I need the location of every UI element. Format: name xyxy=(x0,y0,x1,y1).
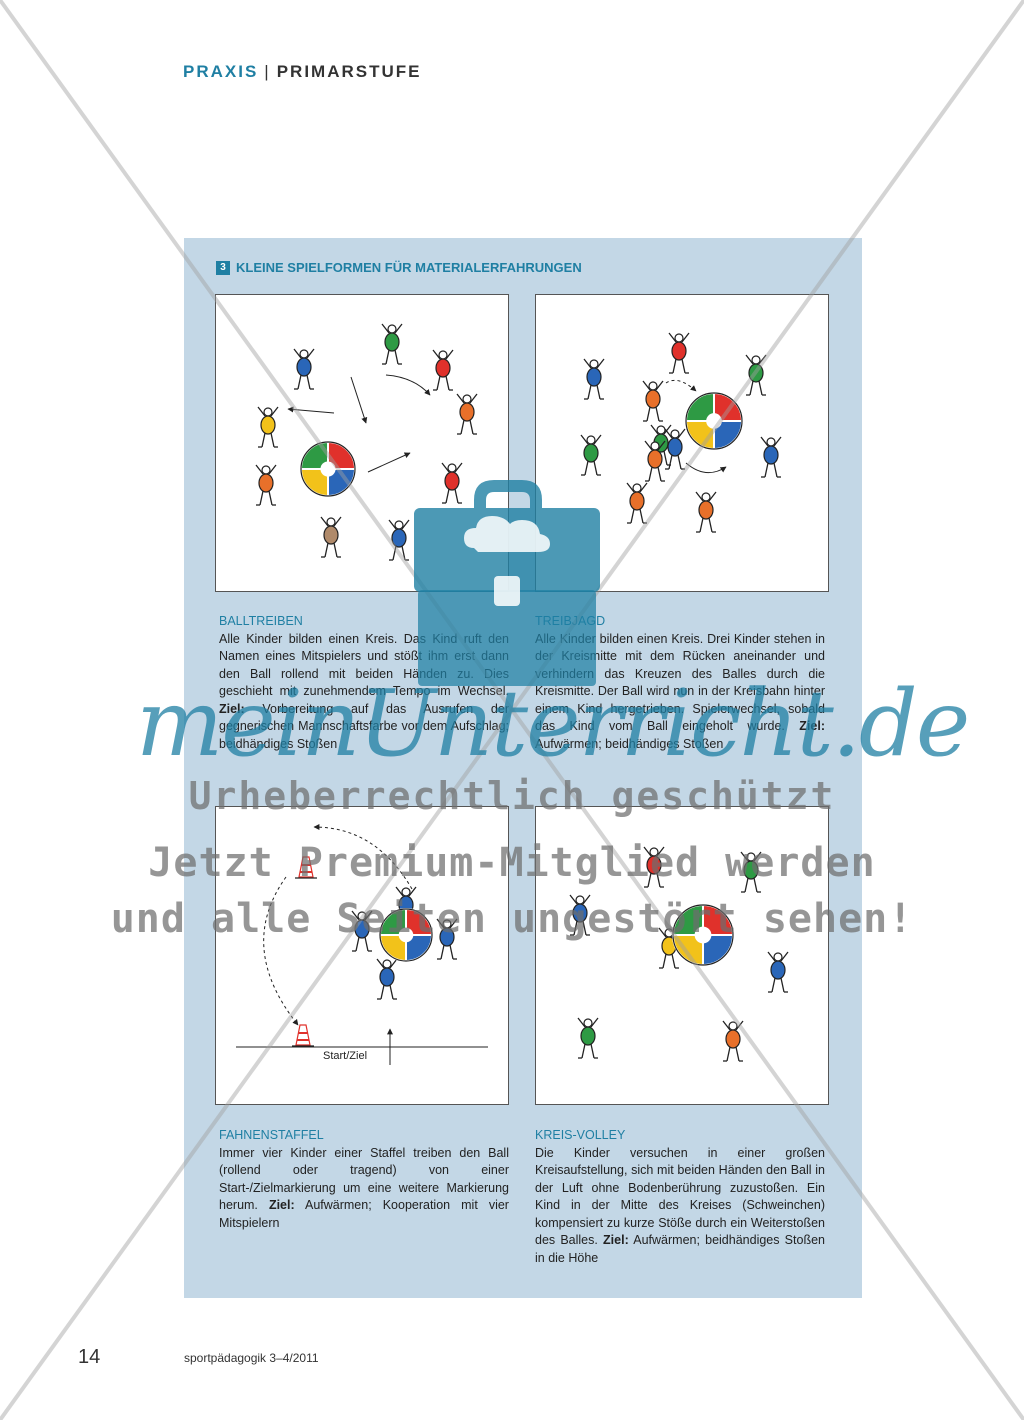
header-separator: | xyxy=(264,62,271,81)
watermark-logo-text: meinUnterricht.de xyxy=(136,670,970,777)
watermark-line-2: Jetzt Premium-Mitglied werden xyxy=(148,840,876,886)
goal-text: Aufwärmen; beidhändiges Stoßen xyxy=(535,736,724,751)
child-figure xyxy=(722,1020,744,1062)
child-figure xyxy=(388,519,410,561)
child-figure xyxy=(381,323,403,365)
game-treibjagd: TREIBJAGD Alle Kinder bilden einen Kreis… xyxy=(535,613,825,753)
game-description: Immer vier Kinder einer Staffel treiben … xyxy=(219,1145,509,1233)
game-text: Alle Kinder bilden einen Kreis. Drei Kin… xyxy=(535,631,825,734)
child-figure xyxy=(293,348,315,390)
child-figure xyxy=(436,918,458,960)
goal-text: Vorbereitung auf das Ausrufen der gegner… xyxy=(219,701,509,751)
section-heading: 3 KLEINE SPIELFORMEN FÜR MATERIALERFAHRU… xyxy=(216,260,582,275)
child-figure xyxy=(376,958,398,1000)
child-figure xyxy=(569,894,591,936)
child-figure xyxy=(441,462,463,504)
ball xyxy=(299,440,357,498)
kreis-volley-illustration xyxy=(569,846,789,1062)
child-figure xyxy=(767,951,789,993)
child-figure xyxy=(577,1017,599,1059)
section-title: KLEINE SPIELFORMEN FÜR MATERIALERFAHRUNG… xyxy=(236,260,582,275)
game-title: KREIS-VOLLEY xyxy=(535,1128,626,1142)
child-figure xyxy=(432,349,454,391)
child-figure xyxy=(668,332,690,374)
game-kreis-volley: KREIS-VOLLEY Die Kinder versuchen in ein… xyxy=(535,1127,825,1267)
ball xyxy=(378,907,434,963)
journal-source: sportpädagogik 3–4/2011 xyxy=(184,1351,319,1365)
figure-treibjagd xyxy=(535,294,829,592)
section-number: 3 xyxy=(216,260,230,275)
game-description: Die Kinder versuchen in einer großen Kre… xyxy=(535,1145,825,1268)
start-goal-label: Start/Ziel xyxy=(323,1050,367,1062)
game-text: Die Kinder versuchen in einer großen Kre… xyxy=(535,1145,825,1248)
game-title: BALLTREIBEN xyxy=(219,614,303,628)
ball xyxy=(684,391,744,451)
figure-fahnenstaffel: Start/Ziel xyxy=(215,806,509,1105)
header-section: PRIMARSTUFE xyxy=(276,62,422,81)
treibjagd-illustration xyxy=(580,332,782,533)
goal-label: Ziel: xyxy=(219,701,245,716)
header-praxis: PRAXIS xyxy=(183,62,259,81)
child-figure xyxy=(320,516,342,558)
figure-kreis-volley xyxy=(535,806,829,1105)
cone-marker xyxy=(295,856,317,879)
balltreiben-illustration xyxy=(255,323,478,561)
game-description: Alle Kinder bilden einen Kreis. Drei Kin… xyxy=(535,631,825,754)
child-figure xyxy=(456,393,478,435)
running-header: PRAXIS | PRIMARSTUFE xyxy=(183,62,422,82)
briefcase-icon xyxy=(414,480,600,686)
child-figure xyxy=(257,406,279,448)
watermark-line-1: Urheberrechtlich geschützt xyxy=(188,774,836,818)
game-fahnenstaffel: FAHNENSTAFFEL Immer vier Kinder einer St… xyxy=(219,1127,509,1232)
child-figure xyxy=(745,354,767,396)
child-figure xyxy=(626,482,648,524)
child-figure xyxy=(695,491,717,533)
child-figure xyxy=(351,910,373,952)
goal-label: Ziel: xyxy=(603,1233,629,1247)
goal-text: Aufwärmen; beidhändiges Stoßen in die Hö… xyxy=(535,1233,825,1265)
child-figure xyxy=(643,846,665,888)
goal-label: Ziel: xyxy=(268,1198,295,1212)
child-figure xyxy=(580,434,602,476)
goal-text: Aufwärmen; Kooperation mit vier Mitspiel… xyxy=(219,1198,509,1230)
page-number: 14 xyxy=(78,1346,101,1368)
child-figure xyxy=(255,464,277,506)
ball xyxy=(671,903,735,967)
cone-marker xyxy=(292,1024,314,1047)
child-figure xyxy=(644,440,666,482)
game-title: FAHNENSTAFFEL xyxy=(219,1128,324,1142)
child-figure xyxy=(664,428,686,470)
watermark-line-3: und alle Seiten ungestört sehen! xyxy=(110,896,914,942)
game-text: Immer vier Kinder einer Staffel treiben … xyxy=(219,1145,509,1213)
child-figure xyxy=(760,436,782,478)
child-figure xyxy=(583,358,605,400)
child-figure xyxy=(642,380,664,422)
child-figure xyxy=(740,851,762,893)
goal-label: Ziel: xyxy=(799,719,825,733)
fahnenstaffel-illustration: Start/Ziel xyxy=(236,824,488,1065)
